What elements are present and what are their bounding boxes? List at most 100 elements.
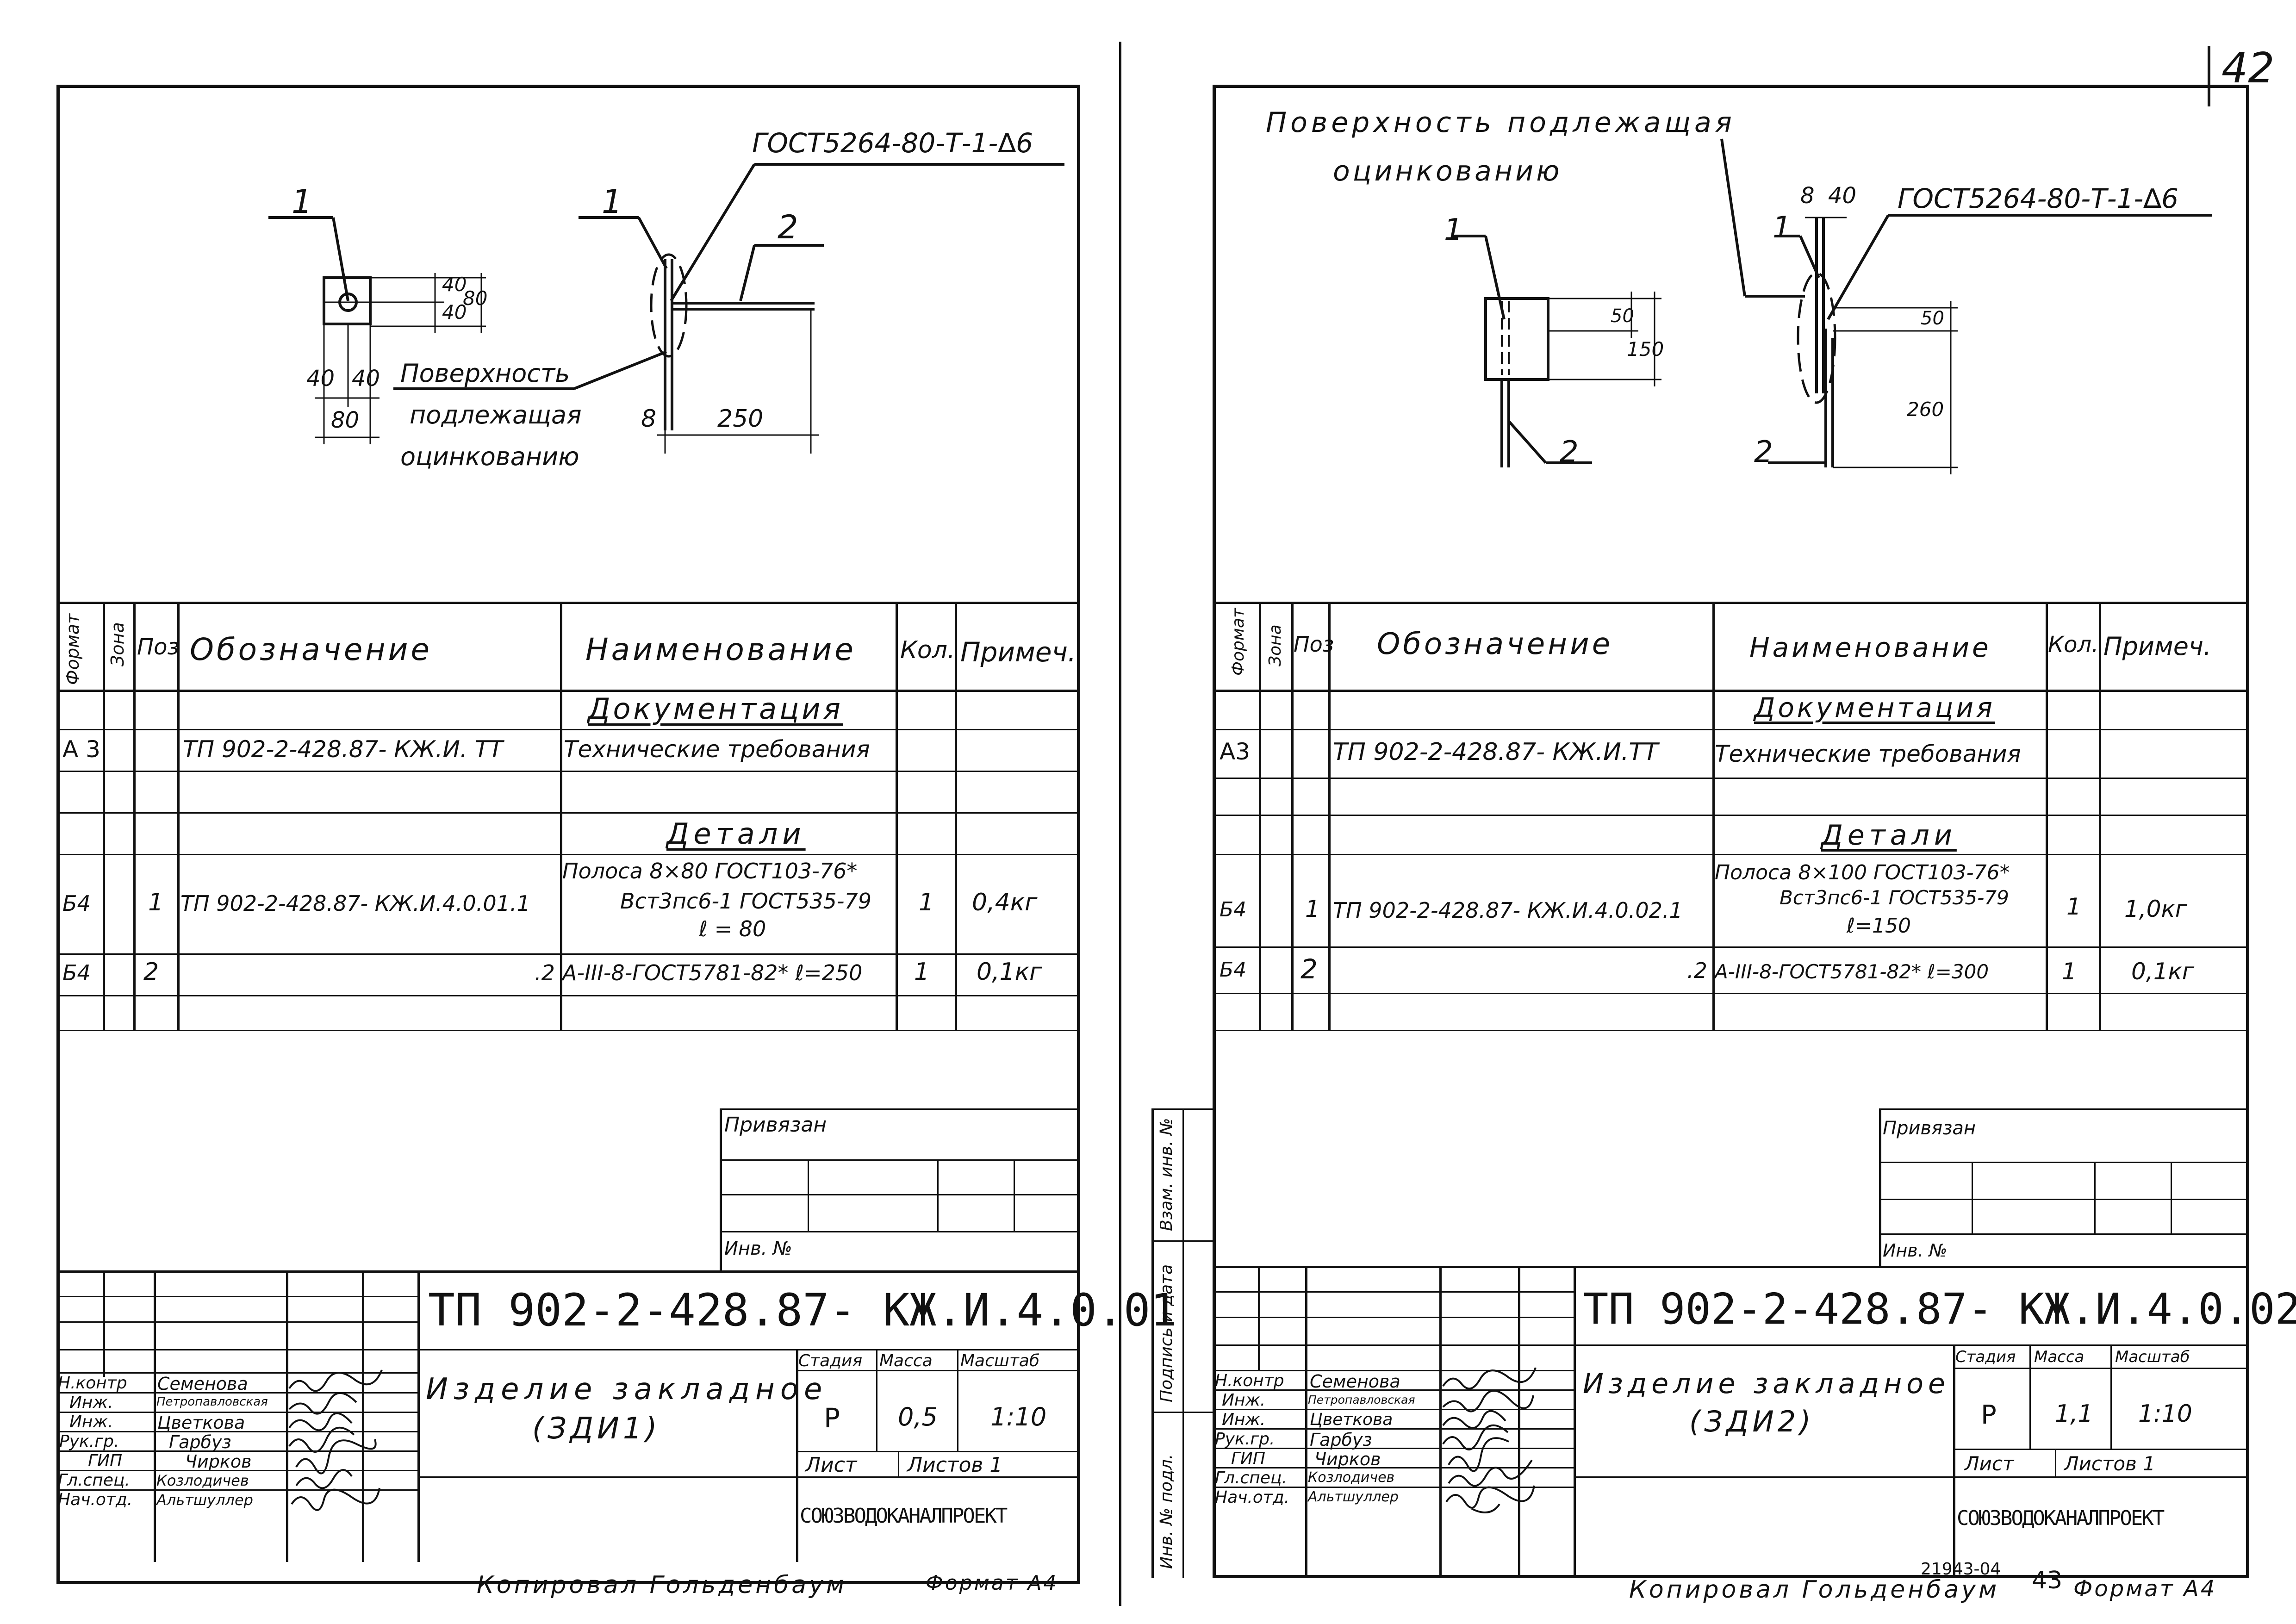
s2-name-1: Петропавловская	[1308, 1393, 1415, 1406]
s1-role-4: ГИП	[88, 1451, 123, 1470]
s2-dim-150: 150	[1627, 338, 1664, 361]
s1-signatures	[288, 1369, 383, 1511]
s1-name-6: Альтшуллер	[156, 1491, 253, 1509]
s1-pos-label-1b: 1	[602, 183, 622, 221]
page-number: 42	[2221, 44, 2275, 93]
s1-row3-qty: 1	[914, 958, 930, 986]
s2-row2-note: 1,0кг	[2124, 896, 2187, 922]
s2-row1-name: Технические требования	[1715, 740, 2021, 767]
s2-role-2: Инж.	[1222, 1410, 1266, 1429]
s1-dim-80h: 80	[331, 407, 360, 433]
s1-role-5: Гл.спец.	[58, 1471, 130, 1490]
s1-row2-name-l1: Полоса 8×80 ГОСТ103-76*	[562, 859, 858, 884]
s1-doc-code: ТП 902-2-428.87- КЖ.И.4.0.01	[428, 1284, 1177, 1336]
s2-row3-format: Б4	[1220, 958, 1247, 982]
s1-dim-8: 8	[641, 405, 657, 433]
s1-role-0: Н.контр	[58, 1374, 127, 1393]
fold-divider	[1119, 42, 1121, 1606]
s1-stage-h: Стадия	[798, 1351, 863, 1370]
s2-row3-designation: .2	[1687, 958, 1707, 983]
s1-surface-note-2: подлежащая	[410, 400, 582, 429]
s2-section-docs: Документация	[1754, 692, 1995, 723]
s2-row1-format: А3	[1220, 738, 1251, 765]
s2-col-pos: Поз	[1294, 632, 1334, 657]
footer-center: 21943-04	[1921, 1560, 2001, 1579]
s1-name-4: Чирков	[185, 1451, 252, 1472]
s2-role-4: ГИП	[1231, 1449, 1266, 1468]
s2-row1-designation: ТП 902-2-428.87- КЖ.И.ТТ	[1333, 738, 1658, 766]
s2-surface-note-2: оцинкованию	[1333, 155, 1562, 187]
s1-col-name: Наименование	[585, 632, 856, 667]
s2-row3-note: 0,1кг	[2131, 958, 2194, 985]
s2-scale: 1:10	[2138, 1400, 2192, 1428]
s1-pos-label-1a: 1	[292, 183, 312, 221]
sheet-1-frame	[56, 85, 1080, 1584]
s2-col-note: Примеч.	[2103, 632, 2212, 661]
s2-name-6: Альтшуллер	[1308, 1489, 1399, 1505]
s1-row3-name: А-III-8-ГОСТ5781-82* ℓ=250	[562, 960, 863, 985]
s2-row3-qty: 1	[2062, 958, 2077, 985]
s1-row1-designation: ТП 902-2-428.87- КЖ.И. ТТ	[183, 736, 503, 763]
s2-sheet-h: Лист	[1965, 1452, 2014, 1475]
s1-row1-format: А 3	[62, 736, 100, 763]
s2-format: Формат А4	[2073, 1576, 2217, 1602]
s1-row3-designation: .2	[535, 960, 555, 985]
sheet-2-frame	[1213, 85, 2249, 1578]
s1-org: СОЮЗВОДОКАНАЛПРОЕКТ	[800, 1504, 1008, 1528]
s2-dim-40: 40	[1828, 183, 1857, 209]
s1-row2-format: Б4	[62, 891, 91, 916]
s1-weld-spec: ГОСТ5264-80-Т-1-∆6	[752, 127, 1033, 159]
s1-name-0: Семенова	[157, 1374, 248, 1394]
s1-format: Формат А4	[926, 1571, 1058, 1595]
s2-role-5: Гл.спец.	[1215, 1468, 1287, 1487]
s1-col-qty: Кол.	[900, 636, 955, 664]
s1-section-docs: Документация	[588, 692, 843, 726]
s2-row2-name-l1: Полоса 8×100 ГОСТ103-76*	[1715, 861, 2010, 884]
s1-name-3: Гарбуз	[169, 1432, 231, 1452]
s1-dim-250: 250	[717, 405, 764, 433]
s1-pos-label-2: 2	[778, 208, 798, 246]
s1-row2-note: 0,4кг	[972, 889, 1038, 916]
s1-row2-pos: 1	[148, 889, 164, 916]
sheet-2-drawing	[1453, 138, 2212, 474]
s2-section-parts: Детали	[1821, 819, 1957, 852]
s2-row2-format: Б4	[1220, 898, 1247, 921]
s2-row2-name-l2: Вст3пс6-1 ГОСТ535-79	[1780, 886, 2009, 909]
s1-row2-name-l3: ℓ = 80	[699, 916, 766, 941]
s1-title-l2: (ЗДИ1)	[532, 1412, 661, 1446]
s1-dim-40b: 40	[442, 301, 467, 324]
s2-stage: Р	[1981, 1400, 1997, 1430]
s2-role-6: Нач.отд.	[1215, 1488, 1290, 1507]
s1-copied: Копировал Гольденбаум	[477, 1571, 847, 1599]
s1-row2-designation: ТП 902-2-428.87- КЖ.И.4.0.01.1	[180, 891, 530, 916]
s1-col-pos: Поз	[137, 634, 179, 660]
s2-row3-pos: 2	[1300, 953, 1318, 985]
s2-dim-50b: 50	[1921, 308, 1944, 329]
s2-stage-h: Стадия	[1955, 1348, 2016, 1366]
s2-mass-h: Масса	[2034, 1348, 2084, 1366]
s1-inv: Инв. №	[724, 1238, 792, 1259]
s2-dim-260: 260	[1907, 398, 1944, 421]
s2-inv: Инв. №	[1883, 1240, 1948, 1261]
s1-row3-note: 0,1кг	[977, 958, 1042, 986]
s1-surface-note-3: оцинкованию	[400, 442, 579, 471]
s2-org: СОЮЗВОДОКАНАЛПРОЕКТ	[1957, 1506, 2165, 1530]
s2-col-qty: Кол.	[2048, 632, 2099, 658]
s2-sheets-h: Листов 1	[2064, 1452, 2155, 1475]
footer-page: 43	[2032, 1567, 2063, 1594]
s1-sheets-h: Листов 1	[907, 1453, 1003, 1477]
s2-mass: 1,1	[2055, 1400, 2093, 1428]
s1-section-parts: Детали	[666, 817, 806, 851]
s2-copied: Копировал Гольденбаум	[1629, 1576, 2000, 1604]
s2-privyazan: Привязан	[1883, 1118, 1976, 1139]
s1-col-note: Примеч.	[960, 636, 1076, 668]
s1-row2-name-l2: Вст3пс6-1 ГОСТ535-79	[620, 889, 872, 914]
s2-row3-name: А-III-8-ГОСТ5781-82* ℓ=300	[1715, 960, 1989, 983]
s2-name-0: Семенова	[1310, 1371, 1400, 1392]
s2-role-1: Инж.	[1222, 1391, 1266, 1410]
s2-col-designation: Обозначение	[1377, 627, 1613, 661]
s1-role-1: Инж.	[69, 1393, 113, 1412]
sheet-1-drawing	[268, 163, 1064, 454]
s2-row2-designation: ТП 902-2-428.87- КЖ.И.4.0.02.1	[1333, 898, 1683, 923]
